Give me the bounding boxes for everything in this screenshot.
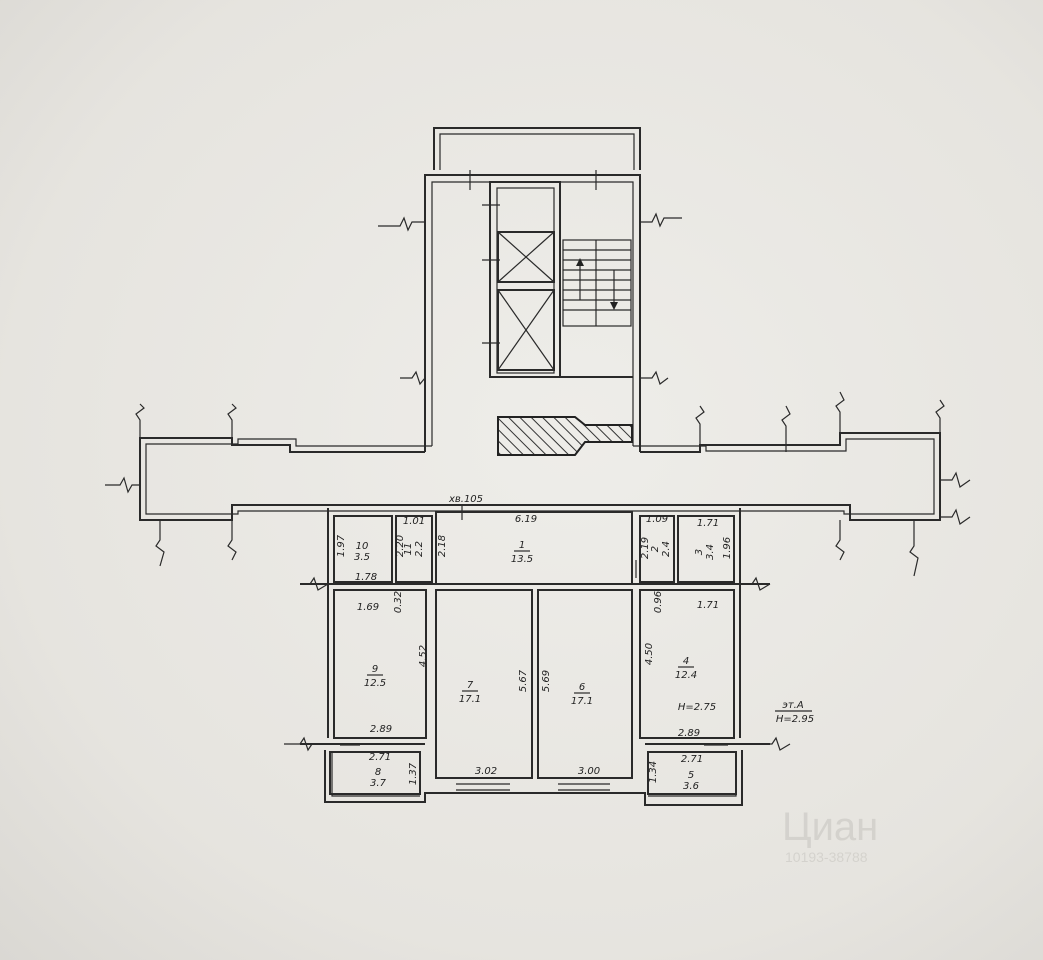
dim-h: 1.71 (697, 600, 719, 611)
elevator-large (497, 289, 555, 371)
svg-text:13.5: 13.5 (511, 554, 533, 565)
svg-text:3: 3 (694, 549, 705, 555)
dim-v: 5.67 (518, 669, 529, 692)
room-label-2: 2 2.4 (650, 541, 672, 557)
room-5 (647, 751, 737, 795)
floor-label: эт.А (782, 700, 803, 711)
room-label-11: 11 2.2 (403, 541, 425, 557)
svg-text:4: 4 (683, 656, 689, 667)
svg-text:3.6: 3.6 (683, 781, 699, 792)
room-6 (537, 589, 633, 779)
dim-h: 3.00 (578, 766, 600, 777)
room-label-10: 10 3.5 (354, 541, 370, 563)
elevator-small (497, 231, 555, 283)
dim-h: 2.89 (678, 728, 700, 739)
room-label-6: 6 17.1 (571, 682, 593, 707)
room-11 (395, 515, 433, 583)
dim-h: 2.71 (369, 752, 391, 763)
dim-v: 1.34 (648, 761, 659, 783)
floor-height: H=2.95 (776, 714, 814, 725)
watermark-id: 10193-38788 (785, 849, 868, 865)
watermark: Циан 10193-38788 (782, 805, 878, 865)
dim-h: 6.19 (515, 514, 537, 525)
svg-text:3.7: 3.7 (370, 778, 387, 789)
dim-v: 5.69 (541, 670, 552, 692)
stair-core (424, 127, 641, 456)
svg-text:8: 8 (375, 767, 381, 778)
room-label-3: 3 3.4 (694, 544, 716, 560)
dim-h: 2.89 (370, 724, 392, 735)
dim-v: 4.50 (644, 643, 655, 665)
svg-text:6: 6 (579, 682, 585, 693)
room-9 (333, 589, 427, 739)
dimensions-horizontal: 1.01 6.19 1.09 1.71 1.78 1.69 1.71 2.89 … (355, 514, 719, 777)
dim-h: 2.71 (681, 754, 703, 765)
room-2 (639, 515, 675, 583)
room-8 (329, 751, 421, 795)
svg-text:12.5: 12.5 (364, 678, 386, 689)
svg-text:10: 10 (356, 541, 369, 552)
room-label-5: 5 3.6 (683, 770, 699, 792)
dim-h: 1.01 (403, 516, 425, 527)
room-label-9: 9 12.5 (364, 664, 386, 689)
dim-v: 2.19 (640, 537, 651, 559)
dim-h: 1.69 (357, 602, 379, 613)
staircase (562, 239, 632, 327)
svg-text:2.4: 2.4 (661, 541, 672, 557)
dim-v: 1.37 (408, 762, 419, 785)
svg-text:5: 5 (688, 770, 694, 781)
dim-v: 0.96 (653, 591, 664, 613)
room-4 (639, 589, 735, 739)
dim-h: 1.71 (697, 518, 719, 529)
room-label-1: 1 13.5 (511, 540, 533, 565)
room-10 (333, 515, 393, 583)
dimensions-vertical: 1.97 2.20 2.18 2.19 1.96 0.32 0.96 4.52 … (336, 534, 733, 785)
level-mark: хв.105 (448, 494, 483, 505)
svg-text:17.1: 17.1 (571, 696, 593, 707)
watermark-brand: Циан (782, 805, 878, 849)
svg-text:3.4: 3.4 (705, 544, 716, 560)
corridor (105, 212, 971, 577)
room-3 (677, 515, 735, 583)
svg-text:9: 9 (372, 664, 378, 675)
svg-text:1: 1 (519, 540, 525, 551)
apartment (284, 505, 791, 806)
svg-text:11: 11 (403, 543, 414, 556)
svg-text:17.1: 17.1 (459, 694, 481, 705)
garbage-chute (497, 416, 633, 456)
dim-v: 2.18 (437, 535, 448, 557)
room-7 (435, 589, 533, 779)
dim-v: 0.32 (393, 591, 404, 613)
svg-text:3.5: 3.5 (354, 552, 370, 563)
room-label-4: 4 12.4 (675, 656, 697, 681)
dim-v: 1.96 (722, 537, 733, 559)
dim-v: 4.52 (418, 645, 429, 667)
room-label-7: 7 17.1 (459, 680, 481, 705)
dim-h: 3.02 (475, 766, 497, 777)
svg-text:12.4: 12.4 (675, 670, 697, 681)
room-height: H=2.75 (678, 702, 716, 713)
dim-v: 2.20 (395, 535, 406, 557)
room-labels: 1 13.5 2 2.4 3 3.4 4 12.4 5 3.6 6 17.1 7 (354, 540, 716, 792)
dim-v: 1.97 (336, 534, 347, 557)
dim-h: 1.78 (355, 572, 377, 583)
svg-text:2: 2 (650, 546, 661, 552)
svg-text:2.2: 2.2 (414, 541, 425, 557)
svg-text:7: 7 (467, 680, 474, 691)
room-label-8: 8 3.7 (370, 767, 387, 789)
annotations: хв.105 H=2.75 эт.А H=2.95 (448, 494, 814, 725)
dim-h: 1.09 (646, 514, 668, 525)
